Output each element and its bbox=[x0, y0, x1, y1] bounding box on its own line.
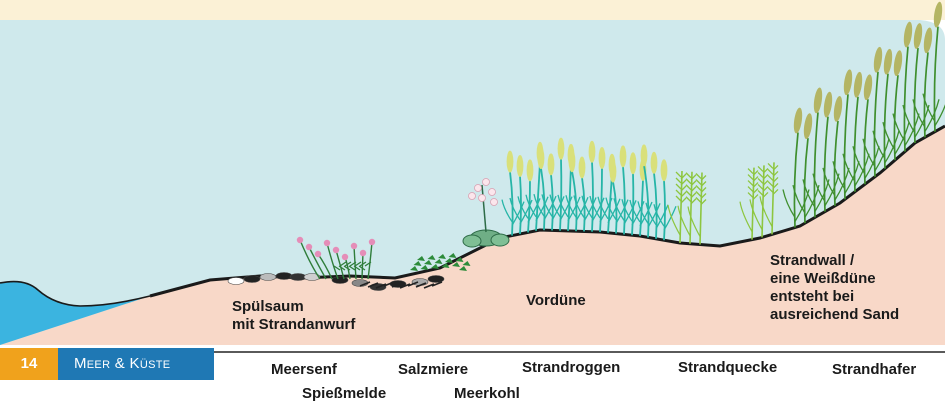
sea-kale-flower bbox=[491, 199, 498, 206]
lyme-grass-ear bbox=[569, 150, 576, 172]
plant-label-strandhafer: Strandhafer bbox=[832, 361, 916, 379]
plant-label-strandquecke: Strandquecke bbox=[678, 359, 777, 377]
debris-stone bbox=[228, 278, 244, 285]
sea-rocket-flower bbox=[342, 254, 348, 260]
plant-label-salzmiere: Salzmiere bbox=[398, 361, 468, 379]
lyme-grass-ear bbox=[579, 156, 586, 178]
sea-kale-flower bbox=[483, 179, 490, 186]
zone-label-line: eine Weißdüne bbox=[770, 270, 899, 288]
footer-rule bbox=[214, 351, 945, 353]
plant-label-meersenf: Meersenf bbox=[271, 361, 337, 379]
lyme-grass-ear bbox=[641, 144, 648, 166]
sea-rocket-flower bbox=[324, 240, 330, 246]
lyme-grass-ear bbox=[538, 147, 545, 169]
lyme-grass-ear bbox=[630, 152, 637, 174]
sea-rocket-flower bbox=[297, 237, 303, 243]
sea-kale-flower bbox=[469, 193, 476, 200]
lyme-grass-ear bbox=[610, 161, 617, 183]
zone-label-line: entsteht bei bbox=[770, 288, 899, 306]
sea-kale-flower bbox=[479, 195, 486, 202]
lyme-grass-ear bbox=[661, 159, 668, 181]
debris-stone bbox=[244, 276, 260, 283]
sea-rocket-flower bbox=[333, 247, 339, 253]
plant-label-strandroggen: Strandroggen bbox=[522, 359, 620, 377]
lyme-grass-ear bbox=[589, 141, 596, 163]
lyme-grass-ear bbox=[599, 147, 606, 169]
zone-label-line: Vordüne bbox=[526, 292, 586, 310]
plant-label-meerkohl: Meerkohl bbox=[454, 385, 520, 403]
sea-rocket-flower bbox=[351, 243, 357, 249]
debris-stone bbox=[412, 279, 428, 286]
zone-label-spuelsaum: Spülsaum mit Strandanwurf bbox=[232, 298, 355, 334]
sea-kale-flower bbox=[489, 189, 496, 196]
lyme-grass-ear bbox=[558, 138, 565, 160]
debris-stone bbox=[332, 277, 348, 284]
lyme-grass-ear bbox=[651, 152, 658, 174]
lyme-grass-stalk bbox=[664, 180, 665, 240]
zone-label-line: Spülsaum bbox=[232, 298, 355, 316]
zone-label-line: Strandwall / bbox=[770, 252, 899, 270]
sea-kale-leaf bbox=[463, 235, 481, 247]
section-title-badge: Meer & Küste bbox=[58, 348, 214, 380]
plant-label-spiessmelde: Spießmelde bbox=[302, 385, 386, 403]
zone-label-line: mit Strandanwurf bbox=[232, 316, 355, 334]
debris-stone bbox=[260, 274, 276, 281]
zone-label-vorduene: Vordüne bbox=[526, 292, 586, 310]
zone-label-strandwall: Strandwall / eine Weißdüne entsteht bei … bbox=[770, 252, 899, 324]
page-number-badge: 14 bbox=[0, 348, 58, 380]
lyme-grass-ear bbox=[620, 145, 627, 167]
top-band bbox=[0, 0, 945, 20]
lyme-grass-ear bbox=[527, 159, 534, 181]
sea-rocket-flower bbox=[306, 244, 312, 250]
zone-label-line: ausreichend Sand bbox=[770, 306, 899, 324]
sea-rocket-flower bbox=[360, 250, 366, 256]
lyme-grass-ear bbox=[507, 151, 514, 173]
debris-stone bbox=[276, 273, 292, 280]
sea-kale-flower bbox=[475, 185, 482, 192]
sea-rocket-flower bbox=[315, 251, 321, 257]
lyme-grass-ear bbox=[517, 155, 524, 177]
sea-rocket-flower bbox=[369, 239, 375, 245]
lyme-grass-ear bbox=[548, 153, 555, 175]
sea-kale-leaf bbox=[491, 234, 509, 246]
debris-stone bbox=[290, 274, 306, 281]
